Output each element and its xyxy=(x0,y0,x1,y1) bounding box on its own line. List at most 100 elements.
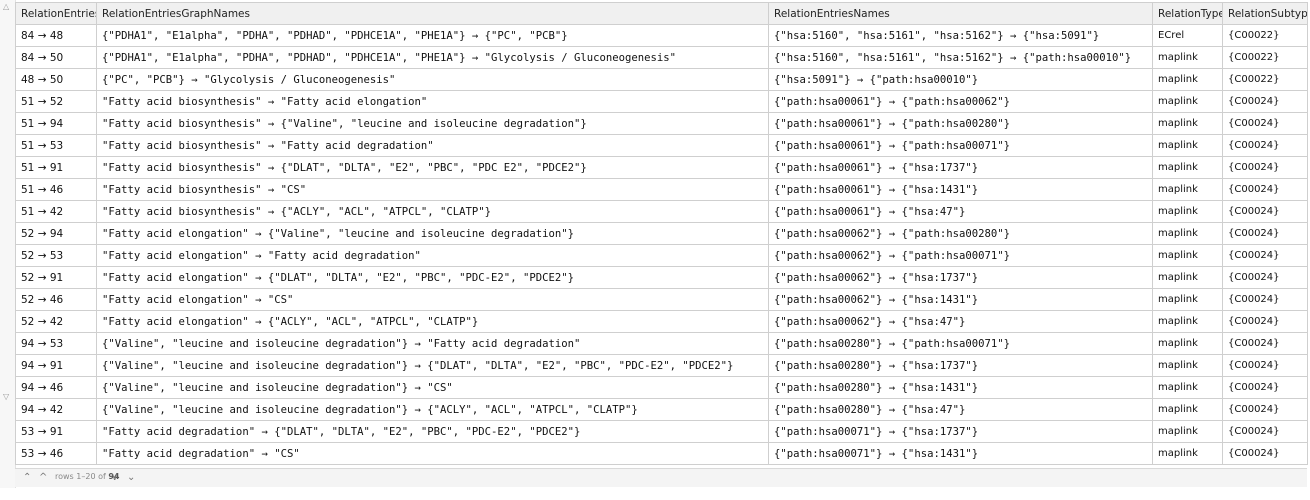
table-row[interactable]: 52 → 94"Fatty acid elongation" → {"Valin… xyxy=(15,222,1308,245)
relation-subtype-cell: {C00022} xyxy=(1222,68,1308,91)
relation-type-cell: maplink xyxy=(1152,112,1223,135)
table-row[interactable]: 51 → 52"Fatty acid biosynthesis" → "Fatt… xyxy=(15,90,1308,113)
rows-range-label: rows 1–20 of 94 xyxy=(55,472,119,481)
relation-subtype-cell: {C00022} xyxy=(1222,46,1308,69)
vertical-scrollbar[interactable]: △ ▽ xyxy=(0,0,16,488)
relation-type-cell: maplink xyxy=(1152,376,1223,399)
relation-entries-cell: 94 → 53 xyxy=(15,332,97,355)
relations-table: RelationEntries RelationEntriesGraphName… xyxy=(15,2,1308,465)
relation-type-cell: maplink xyxy=(1152,442,1223,465)
scroll-down-icon[interactable]: ▽ xyxy=(3,392,10,401)
entries-names-cell: {"path:hsa00062"} → {"hsa:47"} xyxy=(768,310,1153,333)
entries-names-cell: {"path:hsa00061"} → {"path:hsa00062"} xyxy=(768,90,1153,113)
relation-entries-cell: 51 → 52 xyxy=(15,90,97,113)
table-row[interactable]: 52 → 46"Fatty acid elongation" → "CS"{"p… xyxy=(15,288,1308,311)
column-header-relation-entries[interactable]: RelationEntries xyxy=(15,2,97,25)
table-row[interactable]: 84 → 48{"PDHA1", "E1alpha", "PDHA", "PDH… xyxy=(15,24,1308,47)
relation-entries-cell: 51 → 42 xyxy=(15,200,97,223)
graph-names-cell: "Fatty acid biosynthesis" → {"Valine", "… xyxy=(96,112,769,135)
table-row[interactable]: 51 → 91"Fatty acid biosynthesis" → {"DLA… xyxy=(15,156,1308,179)
relation-type-cell: maplink xyxy=(1152,420,1223,443)
graph-names-cell: {"Valine", "leucine and isoleucine degra… xyxy=(96,376,769,399)
graph-names-cell: "Fatty acid degradation" → {"DLAT", "DLT… xyxy=(96,420,769,443)
next-page-icon[interactable]: ∨ xyxy=(111,472,119,483)
entries-names-cell: {"path:hsa00061"} → {"hsa:1737"} xyxy=(768,156,1153,179)
table-row[interactable]: 52 → 91"Fatty acid elongation" → {"DLAT"… xyxy=(15,266,1308,289)
relation-type-cell: maplink xyxy=(1152,222,1223,245)
table-row[interactable]: 48 → 50{"PC", "PCB"} → "Glycolysis / Glu… xyxy=(15,68,1308,91)
relation-subtype-cell: {C00024} xyxy=(1222,420,1308,443)
table-row[interactable]: 84 → 50{"PDHA1", "E1alpha", "PDHA", "PDH… xyxy=(15,46,1308,69)
graph-names-cell: {"PDHA1", "E1alpha", "PDHA", "PDHAD", "P… xyxy=(96,24,769,47)
relation-type-cell: maplink xyxy=(1152,398,1223,421)
graph-names-cell: "Fatty acid elongation" → {"DLAT", "DLTA… xyxy=(96,266,769,289)
table-row[interactable]: 51 → 42"Fatty acid biosynthesis" → {"ACL… xyxy=(15,200,1308,223)
table-row[interactable]: 52 → 53"Fatty acid elongation" → "Fatty … xyxy=(15,244,1308,267)
relation-type-cell: maplink xyxy=(1152,288,1223,311)
graph-names-cell: "Fatty acid biosynthesis" → "Fatty acid … xyxy=(96,90,769,113)
relation-subtype-cell: {C00024} xyxy=(1222,112,1308,135)
graph-names-cell: "Fatty acid elongation" → "Fatty acid de… xyxy=(96,244,769,267)
entries-names-cell: {"path:hsa00280"} → {"hsa:1431"} xyxy=(768,376,1153,399)
entries-names-cell: {"path:hsa00061"} → {"hsa:47"} xyxy=(768,200,1153,223)
rows-total: 94 xyxy=(108,472,120,481)
column-header-graph-names[interactable]: RelationEntriesGraphNames xyxy=(96,2,769,25)
relation-entries-cell: 51 → 91 xyxy=(15,156,97,179)
relation-type-cell: maplink xyxy=(1152,244,1223,267)
column-header-relation-type[interactable]: RelationType xyxy=(1152,2,1223,25)
relation-subtype-cell: {C00024} xyxy=(1222,376,1308,399)
graph-names-cell: {"Valine", "leucine and isoleucine degra… xyxy=(96,398,769,421)
relation-subtype-cell: {C00024} xyxy=(1222,156,1308,179)
table-row[interactable]: 52 → 42"Fatty acid elongation" → {"ACLY"… xyxy=(15,310,1308,333)
entries-names-cell: {"hsa:5160", "hsa:5161", "hsa:5162"} → {… xyxy=(768,46,1153,69)
table-row[interactable]: 94 → 46{"Valine", "leucine and isoleucin… xyxy=(15,376,1308,399)
relation-entries-cell: 94 → 42 xyxy=(15,398,97,421)
table-row[interactable]: 53 → 46"Fatty acid degradation" → "CS"{"… xyxy=(15,442,1308,465)
relation-entries-cell: 94 → 91 xyxy=(15,354,97,377)
scroll-up-icon[interactable]: △ xyxy=(3,2,10,11)
relation-entries-cell: 52 → 53 xyxy=(15,244,97,267)
relation-entries-cell: 94 → 46 xyxy=(15,376,97,399)
table-row[interactable]: 51 → 46"Fatty acid biosynthesis" → "CS"{… xyxy=(15,178,1308,201)
column-header-relation-subtype[interactable]: RelationSubtype xyxy=(1222,2,1308,25)
entries-names-cell: {"path:hsa00061"} → {"path:hsa00071"} xyxy=(768,134,1153,157)
table-row[interactable]: 94 → 53{"Valine", "leucine and isoleucin… xyxy=(15,332,1308,355)
relation-subtype-cell: {C00024} xyxy=(1222,90,1308,113)
entries-names-cell: {"path:hsa00071"} → {"hsa:1737"} xyxy=(768,420,1153,443)
entries-names-cell: {"path:hsa00062"} → {"hsa:1737"} xyxy=(768,266,1153,289)
relation-entries-cell: 48 → 50 xyxy=(15,68,97,91)
table-row[interactable]: 94 → 91{"Valine", "leucine and isoleucin… xyxy=(15,354,1308,377)
relation-subtype-cell: {C00024} xyxy=(1222,354,1308,377)
graph-names-cell: "Fatty acid elongation" → "CS" xyxy=(96,288,769,311)
graph-names-cell: "Fatty acid elongation" → {"Valine", "le… xyxy=(96,222,769,245)
relation-subtype-cell: {C00024} xyxy=(1222,134,1308,157)
relation-subtype-cell: {C00024} xyxy=(1222,288,1308,311)
relation-subtype-cell: {C00024} xyxy=(1222,442,1308,465)
graph-names-cell: "Fatty acid biosynthesis" → {"DLAT", "DL… xyxy=(96,156,769,179)
first-page-icon[interactable]: ⌃ xyxy=(23,472,32,483)
table-row[interactable]: 53 → 91"Fatty acid degradation" → {"DLAT… xyxy=(15,420,1308,443)
entries-names-cell: {"hsa:5091"} → {"path:hsa00010"} xyxy=(768,68,1153,91)
relation-type-cell: maplink xyxy=(1152,46,1223,69)
relation-entries-cell: 53 → 46 xyxy=(15,442,97,465)
relation-type-cell: maplink xyxy=(1152,200,1223,223)
entries-names-cell: {"path:hsa00062"} → {"path:hsa00071"} xyxy=(768,244,1153,267)
table-row[interactable]: 51 → 94"Fatty acid biosynthesis" → {"Val… xyxy=(15,112,1308,135)
relation-type-cell: maplink xyxy=(1152,178,1223,201)
table-body: 84 → 48{"PDHA1", "E1alpha", "PDHA", "PDH… xyxy=(15,24,1308,465)
relation-type-cell: maplink xyxy=(1152,354,1223,377)
relation-type-cell: maplink xyxy=(1152,310,1223,333)
entries-names-cell: {"path:hsa00062"} → {"path:hsa00280"} xyxy=(768,222,1153,245)
table-row[interactable]: 51 → 53"Fatty acid biosynthesis" → "Fatt… xyxy=(15,134,1308,157)
prev-page-icon[interactable]: ^ xyxy=(39,472,48,483)
graph-names-cell: "Fatty acid biosynthesis" → "CS" xyxy=(96,178,769,201)
column-header-entries-names[interactable]: RelationEntriesNames xyxy=(768,2,1153,25)
header-row: RelationEntries RelationEntriesGraphName… xyxy=(15,2,1308,25)
relation-type-cell: maplink xyxy=(1152,68,1223,91)
last-page-icon[interactable]: ⌄ xyxy=(127,472,136,483)
relation-type-cell: ECrel xyxy=(1152,24,1223,47)
relation-type-cell: maplink xyxy=(1152,332,1223,355)
relation-entries-cell: 52 → 42 xyxy=(15,310,97,333)
graph-names-cell: "Fatty acid degradation" → "CS" xyxy=(96,442,769,465)
table-row[interactable]: 94 → 42{"Valine", "leucine and isoleucin… xyxy=(15,398,1308,421)
